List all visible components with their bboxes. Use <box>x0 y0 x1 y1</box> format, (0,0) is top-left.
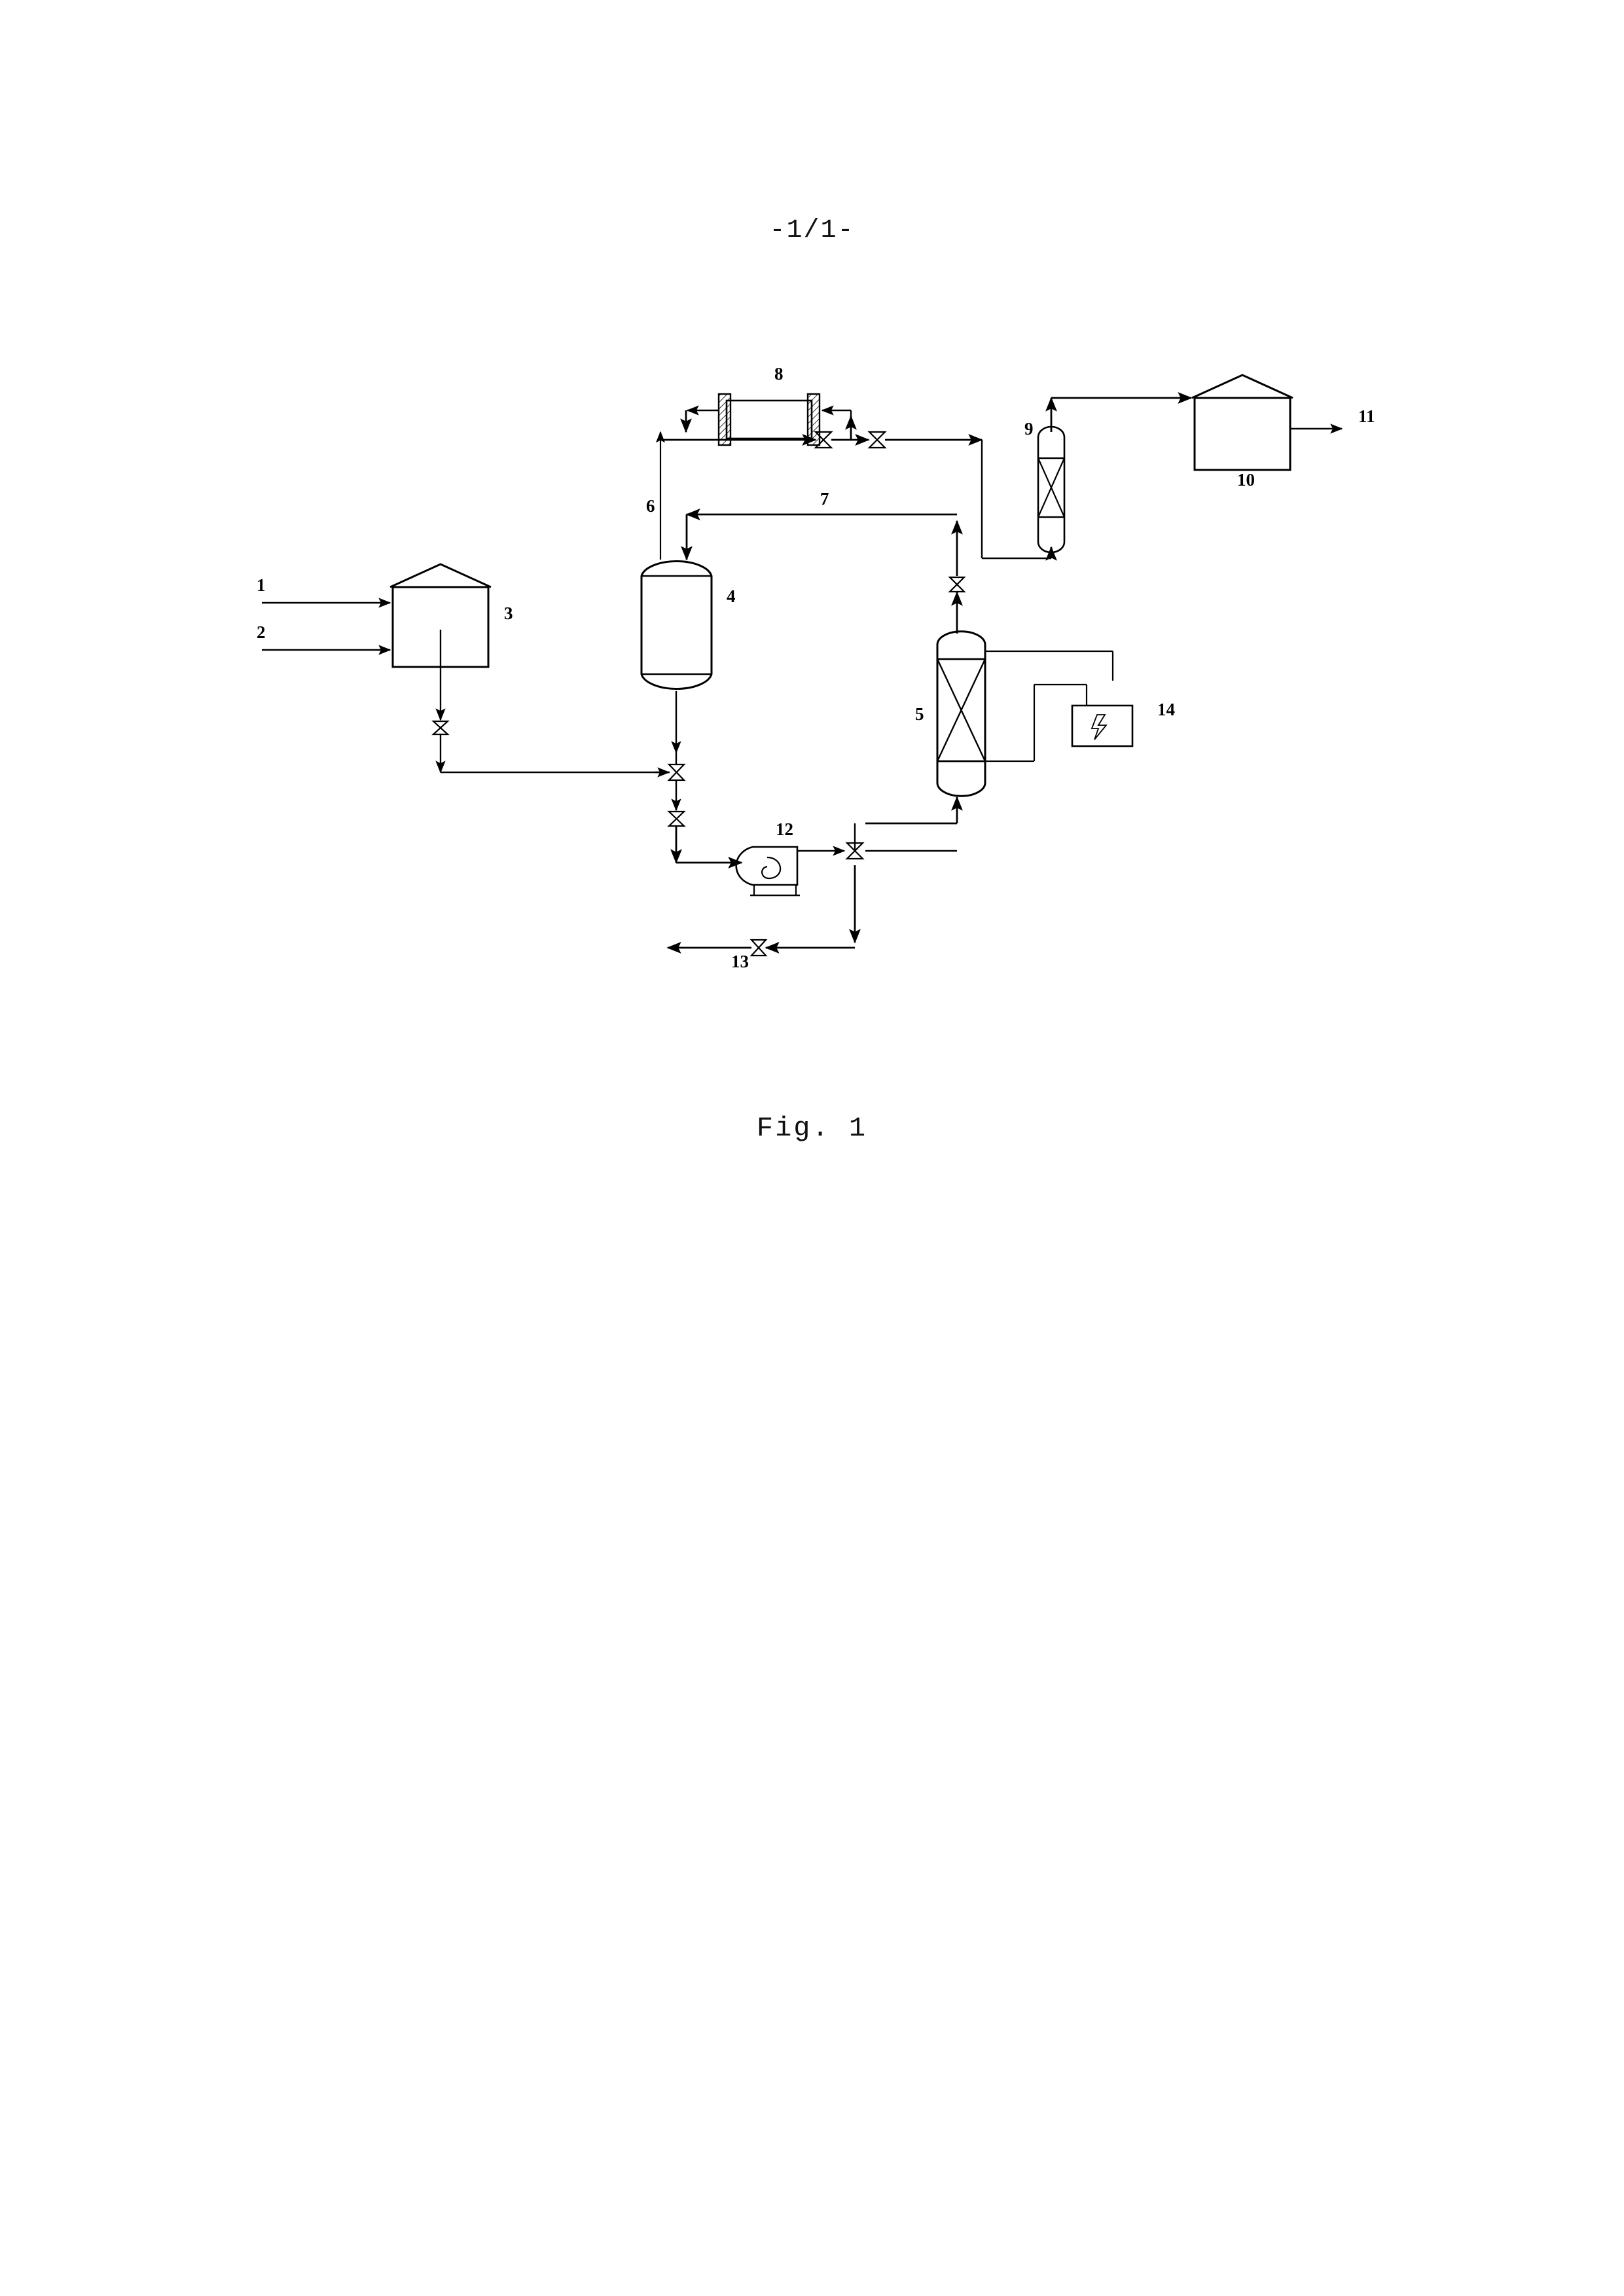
absorber-column <box>1037 425 1066 554</box>
valve-column-overhead <box>948 576 966 593</box>
ref-label-5: 5 <box>915 704 924 724</box>
valve-reactor-outlet-b <box>667 810 686 827</box>
valve-overhead-b <box>867 431 887 449</box>
circulation-pump <box>735 846 800 897</box>
exchanger-right-line <box>821 405 857 440</box>
page-number-header: -1/1- <box>769 216 855 245</box>
ref-label-9: 9 <box>1024 419 1034 439</box>
product-storage-tank <box>1191 374 1293 471</box>
figure-caption: Fig. 1 <box>756 1113 868 1144</box>
valve-tank-outlet <box>431 720 450 736</box>
valve-overhead-a <box>814 431 833 449</box>
ref-label-2: 2 <box>257 622 266 642</box>
ref-label-4: 4 <box>727 586 736 606</box>
recycle-return-line <box>681 509 957 561</box>
pump-discharge-line <box>797 846 957 944</box>
absorber-feed-riser <box>1030 546 1057 561</box>
valve-pump-discharge <box>845 842 865 860</box>
reboiler-heater <box>1071 704 1134 747</box>
reactor-vessel <box>640 560 713 690</box>
ref-label-3: 3 <box>504 603 513 623</box>
ref-label-14: 14 <box>1157 700 1175 719</box>
reference-numeral-group: 1 2 3 4 5 6 7 8 9 10 11 12 13 14 <box>257 364 1375 971</box>
ref-label-13: 13 <box>731 952 749 971</box>
valve-reactor-outlet-a <box>667 763 686 781</box>
reboiler-loop-line <box>985 650 1114 762</box>
tank-outlet-line <box>435 630 670 774</box>
ref-label-11: 11 <box>1358 406 1375 426</box>
ref-label-12: 12 <box>776 819 793 839</box>
distillation-column <box>936 630 986 797</box>
exchanger-left-line <box>680 405 719 433</box>
ref-label-10: 10 <box>1237 470 1255 490</box>
valve-purge <box>749 939 768 957</box>
absorber-overhead-line <box>1045 392 1193 432</box>
ref-label-7: 7 <box>820 489 829 509</box>
reactor-bottom-outlet-line <box>670 691 743 869</box>
overhead-header-line <box>660 434 1030 560</box>
ref-label-8: 8 <box>774 364 784 384</box>
ref-label-6: 6 <box>646 496 655 516</box>
ref-label-1: 1 <box>257 575 266 595</box>
condenser-heat-exchanger <box>717 393 821 446</box>
column-bottom-feed-line <box>865 796 963 825</box>
